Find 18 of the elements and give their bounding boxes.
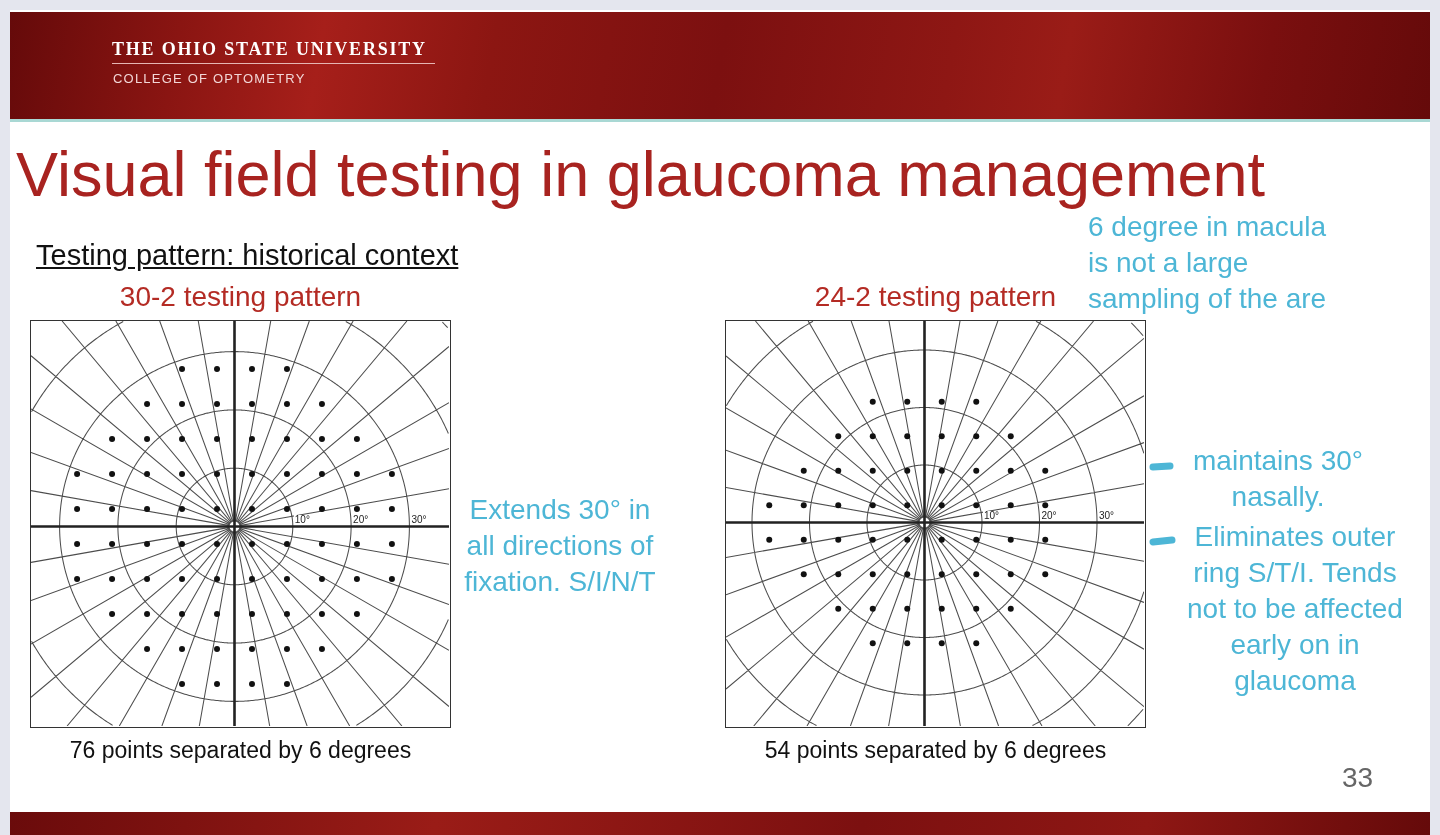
handwritten-note: Extends 30° in all directions of fixation. S/I/N/T [463,493,657,599]
pattern-caption: 76 points separated by 6 degrees [69,738,412,762]
degree-label: 10° [293,514,311,525]
college-name: COLLEGE OF OPTOMETRY [113,72,306,86]
handwritten-note: Eliminates outer ring S/T/I. Tends not to be affected early on in glaucoma [1186,520,1404,698]
pattern-heading: 24-2 testing pattern [814,282,1057,312]
degree-label: 10° [983,510,1001,521]
pattern-heading: 30-2 testing pattern [119,282,362,312]
degree-label: 20° [352,514,370,525]
pattern-caption: 54 points separated by 6 degrees [764,738,1107,762]
page-number: 33 [1342,764,1374,792]
handwritten-note: 6 degree in macula is not a large sampling of the are [1088,210,1328,316]
degree-label: 20° [1040,510,1058,521]
degree-label: 30° [1098,510,1116,521]
university-name: THE OHIO STATE UNIVERSITY [112,39,427,59]
handwritten-note: maintains 30° nasally. [1192,444,1364,514]
degree-label: 30° [410,514,428,525]
section-heading: Testing pattern: historical context [36,241,459,270]
